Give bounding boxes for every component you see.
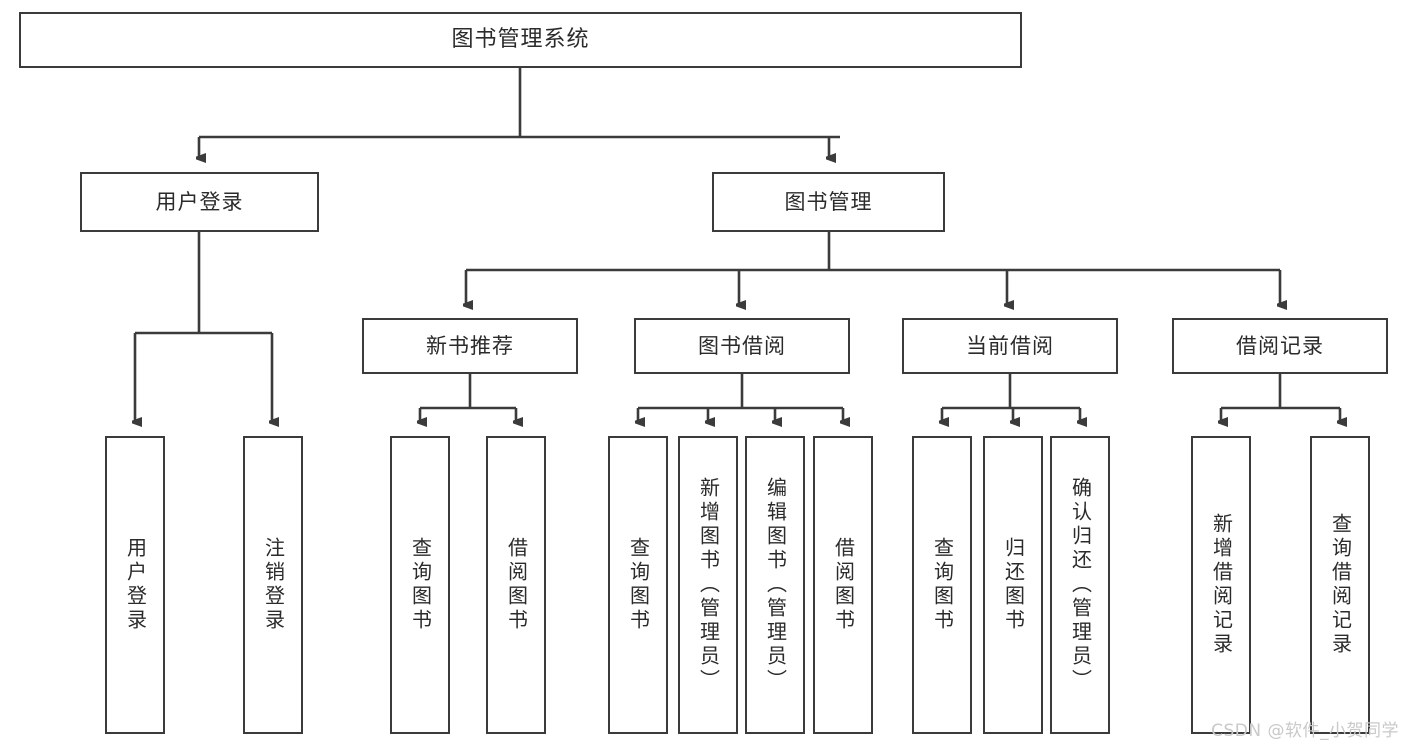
node-book-borrow-label: 图书借阅 [698,333,786,358]
leaf-edit-book-admin-label: 编辑图书（管理员） [763,477,788,693]
node-current-borrow[interactable]: 当前借阅 [902,318,1118,374]
leaf-query-book-recommend-label: 查询图书 [408,537,433,633]
leaf-query-borrow-record[interactable]: 查询借阅记录 [1310,436,1370,734]
leaf-user-login-label: 用户登录 [123,537,148,633]
leaf-query-book-borrow-label: 查询图书 [626,537,651,633]
leaf-borrow-book-recommend[interactable]: 借阅图书 [486,436,546,734]
leaf-query-book-recommend[interactable]: 查询图书 [390,436,450,734]
leaf-query-book-current[interactable]: 查询图书 [912,436,972,734]
leaf-query-borrow-record-label: 查询借阅记录 [1328,513,1353,657]
leaf-add-borrow-record[interactable]: 新增借阅记录 [1191,436,1251,734]
leaf-borrow-book[interactable]: 借阅图书 [813,436,873,734]
csdn-watermark: CSDN @软件_小贺同学 [1211,721,1399,741]
node-root[interactable]: 图书管理系统 [19,12,1022,68]
node-book-manage-label: 图书管理 [784,189,873,214]
leaf-add-book-admin[interactable]: 新增图书（管理员） [678,436,738,734]
node-borrow-record[interactable]: 借阅记录 [1172,318,1388,374]
leaf-query-book-borrow[interactable]: 查询图书 [608,436,668,734]
leaf-confirm-return-admin[interactable]: 确认归还（管理员） [1050,436,1110,734]
node-new-book-recommend[interactable]: 新书推荐 [362,318,578,374]
leaf-confirm-return-admin-label: 确认归还（管理员） [1068,477,1093,693]
node-borrow-record-label: 借阅记录 [1236,333,1324,358]
node-current-borrow-label: 当前借阅 [966,333,1054,358]
node-new-book-recommend-label: 新书推荐 [426,333,514,358]
leaf-user-login[interactable]: 用户登录 [105,436,165,734]
leaf-borrow-book-recommend-label: 借阅图书 [504,537,529,633]
leaf-borrow-book-label: 借阅图书 [831,537,856,633]
leaf-edit-book-admin[interactable]: 编辑图书（管理员） [745,436,805,734]
leaf-add-book-admin-label: 新增图书（管理员） [696,477,721,693]
leaf-add-borrow-record-label: 新增借阅记录 [1209,513,1234,657]
node-user-login-label: 用户登录 [155,189,244,214]
leaf-logout[interactable]: 注销登录 [243,436,303,734]
node-user-login[interactable]: 用户登录 [80,172,319,232]
leaf-query-book-current-label: 查询图书 [930,537,955,633]
node-root-label: 图书管理系统 [451,27,590,53]
leaf-return-book-label: 归还图书 [1001,537,1026,633]
leaf-return-book[interactable]: 归还图书 [983,436,1043,734]
node-book-manage[interactable]: 图书管理 [712,172,945,232]
node-book-borrow[interactable]: 图书借阅 [634,318,850,374]
leaf-logout-label: 注销登录 [261,537,286,633]
